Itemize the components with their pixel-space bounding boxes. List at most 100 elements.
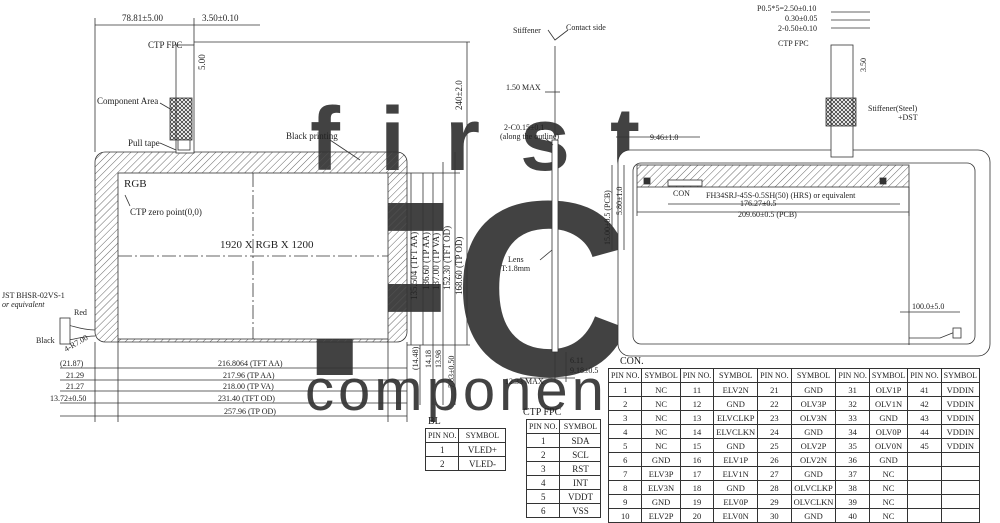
con-cell: 14: [679, 424, 715, 439]
con-cell: [907, 452, 942, 467]
dim-78: 78.81±5.00: [122, 13, 163, 23]
ctp-header-pin: PIN NO.: [525, 419, 561, 434]
con-cell: 1: [607, 382, 643, 397]
vdim-0: 135.504 (TFT AA): [409, 232, 419, 300]
label-946: 9.46±1.0: [650, 133, 678, 142]
con-cell: 41: [907, 382, 942, 397]
con-cell: 34: [835, 424, 870, 439]
con-cell: VDDIN: [940, 410, 981, 425]
con-cell: OLVCLKP: [790, 480, 837, 495]
con-cell: ELV2P: [641, 508, 681, 523]
dim-fpc-width: 5.00: [197, 54, 207, 70]
table-header: PIN NO. SYMBOL: [525, 419, 602, 434]
side-view: [520, 29, 575, 382]
vdim-3: 152.30 (TFT OD): [442, 226, 452, 290]
component-area: [169, 97, 193, 141]
label-connector: JST BHSR-02VS-1: [2, 291, 65, 300]
con-cell: OLV0N: [868, 438, 909, 453]
con-cell: OLV2P: [790, 438, 837, 453]
rdim-0: (14.48): [411, 346, 420, 370]
front-view-labels: 78.81±5.00 3.50±0.10 CTP FPC 5.00 240±2.…: [2, 13, 464, 416]
con-cell: ELV0P: [713, 494, 759, 509]
con-cell: [907, 480, 942, 495]
con-cell: 3: [607, 410, 643, 425]
label-red: Red: [74, 308, 87, 317]
label-black-printing: Black printing: [286, 131, 338, 141]
table-row: 2 VLED-: [424, 456, 507, 471]
con-header-cell: PIN NO.: [607, 368, 643, 383]
con-cell: NC: [868, 508, 909, 523]
con-cell: 35: [835, 438, 870, 453]
label-connector-eq: or equivalent: [2, 300, 45, 309]
label-15: 15.00±0.5 (PCB): [603, 190, 612, 245]
label-209: 209.60±0.5 (PCB): [738, 210, 797, 219]
vdim-2: 137.00 (TP VA): [431, 233, 441, 290]
ctp-cell: INT: [559, 475, 602, 490]
label-con: CON: [673, 189, 690, 198]
label-176: 176.27±0.5: [740, 199, 776, 208]
dim-240: 240±2.0: [454, 80, 464, 110]
con-cell: 26: [757, 452, 792, 467]
con-cell: NC: [641, 396, 681, 411]
label-pitch: P0.5*5=2.50±0.10: [757, 4, 816, 13]
con-cell: 22: [757, 396, 792, 411]
con-cell: 33: [835, 410, 870, 425]
hdim-0: 216.8064 (TFT AA): [218, 359, 283, 368]
con-cell: NC: [641, 410, 681, 425]
con-cell: 40: [835, 508, 870, 523]
label-back-d2: 2-0.50±0.10: [778, 24, 817, 33]
bl-cell: 1: [424, 442, 460, 457]
con-cell: GND: [790, 424, 837, 439]
label-back-d1: 0.30±0.05: [785, 14, 817, 23]
bl-table: PIN NO. SYMBOL 1 VLED+ 2 VLED-: [424, 428, 507, 471]
hdim-left-1: 21.29: [66, 371, 84, 380]
vdim-4: 168.60 (TP OD): [454, 237, 464, 295]
con-cell: VDDIN: [940, 382, 981, 397]
con-cell: 28: [757, 480, 792, 495]
bl-header-pin: PIN NO.: [424, 428, 460, 443]
con-header-cell: PIN NO.: [757, 368, 792, 383]
con-cell: OLV0P: [868, 424, 909, 439]
con-cell: 36: [835, 452, 870, 467]
con-header-cell: SYMBOL: [940, 368, 981, 383]
con-cell: 17: [679, 466, 715, 481]
con-cell: GND: [641, 494, 681, 509]
bl-title: BL: [428, 416, 441, 427]
label-lens: Lens: [508, 255, 524, 264]
con-cell: OLV2N: [790, 452, 837, 467]
con-cell: 29: [757, 494, 792, 509]
con-cell: NC: [641, 382, 681, 397]
con-header-cell: PIN NO.: [907, 368, 942, 383]
con-cell: 9: [607, 494, 643, 509]
label-lens-t: T:1.8mm: [501, 264, 531, 273]
con-cell: 7: [607, 466, 643, 481]
con-cell: 15: [679, 438, 715, 453]
con-header-cell: SYMBOL: [713, 368, 759, 383]
con-cell: VDDIN: [940, 396, 981, 411]
back-view-labels: P0.5*5=2.50±0.10 0.30±0.05 2-0.50±0.10 C…: [603, 4, 944, 311]
con-cell: 6: [607, 452, 643, 467]
label-black-wire: Black: [36, 336, 55, 345]
con-cell: 32: [835, 396, 870, 411]
con-cell: 5: [607, 438, 643, 453]
ctp-cell: VDDT: [559, 489, 602, 504]
hdim-3: 231.40 (TFT OD): [218, 394, 275, 403]
con-header-cell: SYMBOL: [790, 368, 837, 383]
ctp-cell: VSS: [559, 503, 602, 518]
con-cell: OLV3N: [790, 410, 837, 425]
label-stiffener-side: Stiffener: [513, 26, 541, 35]
vdim-1: 136.60 (TP AA): [421, 232, 431, 290]
back-outline: [617, 149, 991, 357]
watermark-line3: components: [305, 358, 661, 423]
label-max-top: 1.50 MAX: [506, 83, 541, 92]
label-side-d2: 9.18±0.5: [570, 366, 598, 375]
con-cell: [907, 508, 942, 523]
con-cell: [940, 494, 981, 509]
